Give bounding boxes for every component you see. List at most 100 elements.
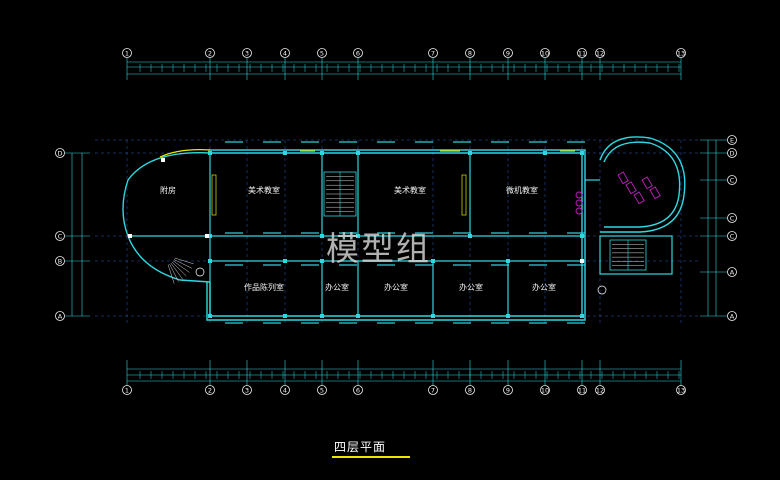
annotation-mark: [529, 141, 547, 143]
axis-label-column: 13: [677, 49, 685, 57]
annotation-mark: [491, 141, 509, 143]
annotation-mark: [263, 232, 281, 234]
annotation-mark: [415, 141, 433, 143]
furniture-piece: [633, 191, 645, 205]
annotation-mark: [263, 322, 281, 324]
structural-column: [283, 314, 287, 318]
room-label-art-room-1: 美术教室: [248, 185, 280, 195]
axis-bubble: [540, 48, 550, 58]
annotation-mark: [225, 322, 243, 324]
watermark-text: 模型组: [326, 229, 431, 268]
axis-label-column: 13: [677, 386, 685, 394]
axis-bubble: [727, 175, 737, 185]
annotation-mark: [453, 322, 471, 324]
axis-bubble: [55, 311, 65, 321]
axis-bubble: [242, 385, 252, 395]
window-arc: [159, 149, 211, 158]
axis-label-column: 10: [541, 386, 549, 394]
stair-tread: [167, 264, 175, 284]
axis-label-column: 7: [431, 49, 435, 57]
oval-tower-wall: [599, 136, 686, 233]
structural-column: [468, 234, 472, 238]
axis-label-column: 11: [578, 386, 586, 394]
furniture-piece: [641, 176, 653, 190]
structural-column: [580, 314, 584, 318]
annotation-mark: [567, 264, 585, 266]
axis-bubble: [428, 48, 438, 58]
stair-tread: [170, 262, 183, 280]
annotation-mark: [225, 141, 243, 143]
annotation-mark: [453, 141, 471, 143]
structural-column: [205, 234, 209, 238]
stair-block-wall: [599, 235, 673, 275]
stairs-and-fixtures: [167, 141, 661, 324]
structural-column: [283, 259, 287, 263]
fixture-circle: [597, 285, 607, 295]
furniture-piece: [625, 181, 637, 195]
stair-tread: [169, 263, 179, 282]
axis-bubble: [428, 385, 438, 395]
structural-column: [320, 151, 324, 155]
structural-column: [161, 158, 165, 162]
structural-column: [208, 259, 212, 263]
annotation-mark: [377, 232, 395, 234]
room-label-annex: 附房: [160, 185, 176, 195]
annotation-mark: [301, 141, 319, 143]
stair-tread: [171, 261, 187, 277]
fixture-circle: [575, 191, 583, 199]
structural-column: [580, 234, 584, 238]
axis-bubble: [353, 48, 363, 58]
fixture-circle: [575, 207, 583, 215]
dimension-lines: [71, 61, 717, 382]
walls: [122, 136, 686, 321]
oval-tower-wall: [603, 141, 681, 228]
axis-label-column: 6: [356, 386, 360, 394]
annotation-mark: [415, 264, 433, 266]
axis-bubble: [727, 135, 737, 145]
annotation-mark: [339, 232, 357, 234]
axis-bubble: [205, 48, 215, 58]
furniture-piece: [617, 171, 629, 185]
annotation-mark: [263, 264, 281, 266]
annotation-mark: [491, 232, 509, 234]
structural-column: [320, 234, 324, 238]
annotation-mark: [225, 264, 243, 266]
axis-label-column: 1: [125, 386, 129, 394]
structural-column: [468, 151, 472, 155]
axis-bubble: [503, 385, 513, 395]
annotation-mark: [529, 322, 547, 324]
axis-label-row: B: [58, 257, 62, 265]
axis-bubble: [676, 385, 686, 395]
axis-bubble: [55, 148, 65, 158]
axis-bubble: [727, 231, 737, 241]
axis-bubble: [55, 256, 65, 266]
annotation-mark: [377, 141, 395, 143]
annotation-mark: [415, 232, 433, 234]
room-label-art-room-2: 美术教室: [394, 185, 426, 195]
axis-label-column: 3: [245, 386, 249, 394]
stair-curved-wall: [127, 235, 211, 283]
annotation-mark: [339, 141, 357, 143]
axis-label-column: 2: [208, 386, 212, 394]
axis-label-column: 10: [541, 49, 549, 57]
structural-column: [128, 234, 132, 238]
annotation-mark: [339, 322, 357, 324]
axis-bubble: [595, 48, 605, 58]
axis-bubble: [205, 385, 215, 395]
axis-bubble: [727, 311, 737, 321]
structural-column: [543, 151, 547, 155]
blackboard: [461, 174, 467, 216]
axis-bubble: [317, 385, 327, 395]
annotation-mark: [301, 264, 319, 266]
annex-curved-wall: [122, 152, 211, 237]
axis-bubble: [727, 148, 737, 158]
axis-bubble: [242, 48, 252, 58]
axis-label-column: 6: [356, 49, 360, 57]
annotation-mark: [567, 232, 585, 234]
axis-label-column: 4: [283, 49, 287, 57]
room-label-office-3: 办公室: [459, 282, 483, 292]
axis-label-column: 5: [320, 49, 324, 57]
annotation-mark: [339, 264, 357, 266]
furniture-piece: [649, 186, 661, 200]
annotation-mark: [567, 141, 585, 143]
